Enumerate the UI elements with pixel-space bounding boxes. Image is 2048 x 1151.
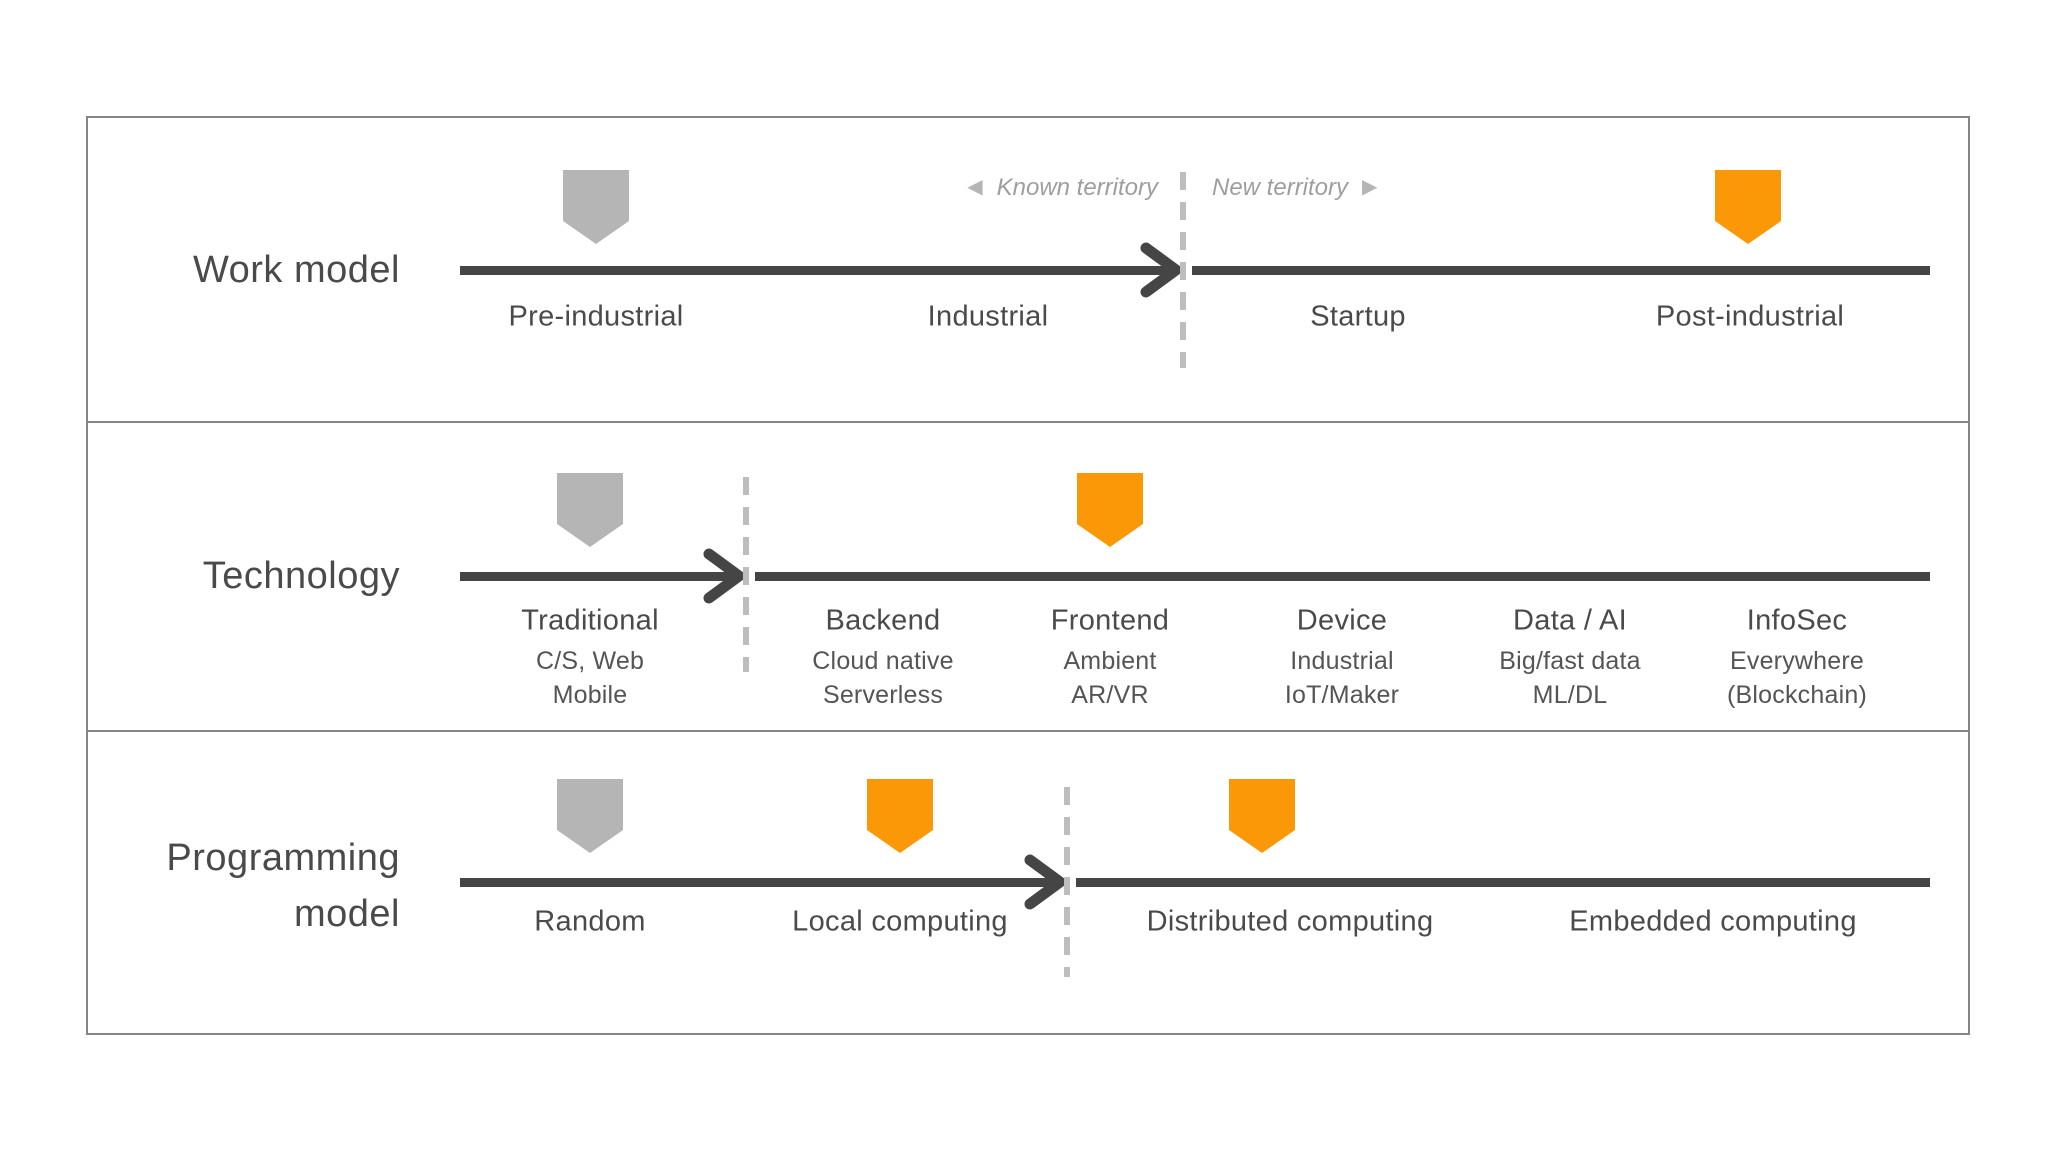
arrow-right-icon — [1140, 242, 1182, 298]
milestone-marker-orange — [867, 779, 933, 853]
stage-label: Post-industrial — [1655, 300, 1845, 333]
left-triangle-icon: ◀ — [967, 176, 983, 198]
row-divider-2 — [88, 730, 1968, 732]
stage-label: Embedded computing — [1569, 905, 1857, 938]
milestone-marker-orange — [1229, 779, 1295, 853]
stage-sublabel: Big/fast data ML/DL — [1499, 647, 1641, 709]
stage-label: InfoSec — [1746, 604, 1848, 637]
stage-label: Device — [1296, 604, 1388, 637]
stage-label: Traditional — [521, 604, 659, 637]
row-title-technology: Technology — [202, 555, 400, 597]
territory-divider — [1064, 787, 1070, 977]
stage-label: Data / AI — [1513, 604, 1627, 637]
stage-label: Pre-industrial — [508, 300, 684, 333]
territory-text-known: Known territory — [996, 174, 1158, 201]
stage-label: Frontend — [1050, 604, 1170, 637]
stage-sublabel: C/S, Web Mobile — [535, 647, 645, 709]
stage-sublabel: Everywhere (Blockchain) — [1727, 647, 1867, 709]
territory-label-known: ◀ Known territory — [790, 174, 1158, 202]
timeline-segment — [755, 572, 1930, 581]
row-title-work-model: Work model — [192, 249, 400, 291]
timeline-segment — [460, 572, 734, 581]
stage-sublabel: Industrial IoT/Maker — [1284, 647, 1400, 709]
timeline-segment — [460, 878, 1056, 887]
territory-label-new: New territory ▶ — [1212, 174, 1377, 202]
stage-label: Random — [534, 905, 646, 938]
timeline-segment — [1076, 878, 1930, 887]
stage-label: Startup — [1310, 300, 1406, 333]
timeline-segment — [460, 266, 1172, 275]
milestone-marker-gray — [557, 779, 623, 853]
stage-sublabel: Ambient AR/VR — [1063, 647, 1157, 709]
stage-label: Backend — [825, 604, 941, 637]
stage-label: Local computing — [792, 905, 1008, 938]
stage-label: Distributed computing — [1146, 905, 1434, 938]
stage-label: Industrial — [927, 300, 1049, 333]
right-triangle-icon: ▶ — [1362, 176, 1378, 198]
territory-divider — [1180, 172, 1186, 368]
row-title-programming-model: Programming model — [166, 837, 400, 935]
diagram-frame — [86, 116, 1970, 1035]
territory-text-new: New territory — [1212, 174, 1349, 201]
territory-divider — [743, 477, 749, 672]
timeline-segment — [1192, 266, 1930, 275]
arrow-right-icon — [1024, 854, 1066, 910]
row-divider-1 — [88, 421, 1968, 423]
stage-sublabel: Cloud native Serverless — [812, 647, 954, 709]
arrow-right-icon — [703, 548, 745, 604]
